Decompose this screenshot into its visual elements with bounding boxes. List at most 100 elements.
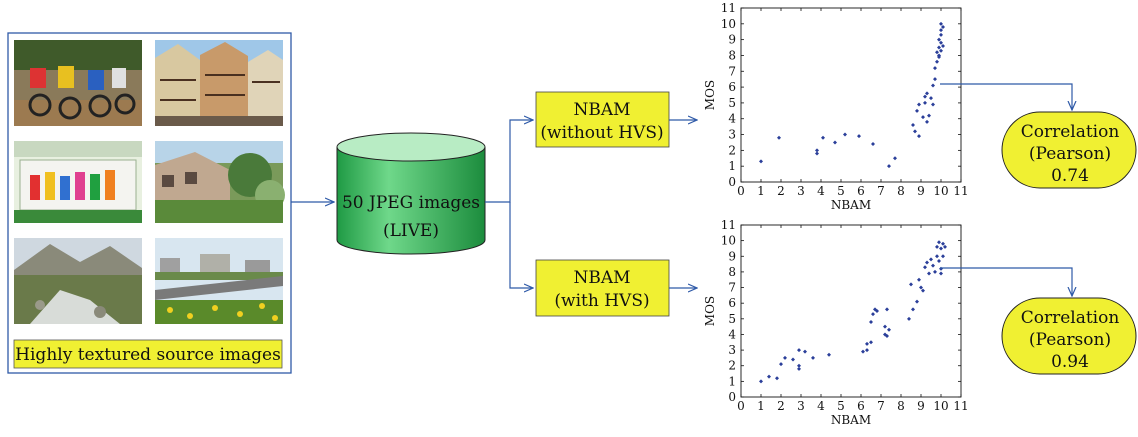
- data-point: [937, 55, 941, 60]
- data-point: [871, 142, 875, 147]
- y-tick-label: 7: [728, 64, 736, 78]
- x-tick-label: 11: [953, 399, 968, 413]
- data-point: [931, 83, 935, 88]
- data-point: [943, 244, 947, 249]
- data-point: [939, 271, 943, 276]
- source-caption-box: [13, 339, 283, 369]
- y-tick-label: 1: [728, 374, 736, 388]
- data-point: [797, 348, 801, 353]
- data-point: [791, 357, 795, 362]
- svg-text:(Pearson): (Pearson): [1029, 330, 1111, 350]
- result-pill-with-hvs: Correlation (Pearson) 0.94: [1001, 297, 1137, 375]
- y-tick-label: 0: [728, 175, 736, 189]
- plot-frame: [740, 7, 962, 183]
- data-point: [827, 352, 831, 357]
- branch-connectors: [485, 120, 533, 288]
- x-tick-label: 7: [877, 184, 885, 198]
- x-tick-label: 3: [797, 184, 805, 198]
- x-tick-label: 2: [777, 399, 785, 413]
- data-point: [921, 288, 925, 293]
- data-point: [925, 91, 929, 96]
- x-axis-label: NBAM: [831, 198, 871, 212]
- source-caption: Highly textured source images: [15, 345, 281, 365]
- x-tick-label: 8: [897, 399, 905, 413]
- data-point: [941, 241, 945, 246]
- data-point: [911, 307, 915, 312]
- data-point: [783, 355, 787, 360]
- data-point: [797, 363, 801, 368]
- data-point: [759, 159, 763, 164]
- method-box-without-hvs: NBAM (without HVS): [535, 91, 670, 148]
- y-tick-label: 5: [728, 96, 736, 110]
- data-point: [767, 374, 771, 379]
- data-point: [811, 355, 815, 360]
- data-point: [923, 265, 927, 270]
- data-point: [907, 316, 911, 321]
- data-point: [871, 312, 875, 317]
- data-point: [775, 376, 779, 381]
- data-point: [937, 240, 941, 245]
- x-tick-label: 1: [757, 184, 765, 198]
- data-point: [939, 266, 943, 271]
- data-point: [939, 32, 943, 37]
- data-point: [933, 66, 937, 71]
- data-point: [759, 379, 763, 384]
- data-point: [917, 134, 921, 139]
- y-axis-label: MOS: [703, 296, 717, 326]
- data-point: [915, 108, 919, 113]
- data-point: [869, 340, 873, 345]
- data-point: [913, 129, 917, 134]
- x-tick-label: 7: [877, 399, 885, 413]
- plot-frame: [740, 224, 962, 398]
- database-line2: (LIVE): [383, 221, 439, 241]
- y-tick-label: 4: [728, 112, 736, 126]
- y-axis-label: MOS: [703, 80, 717, 110]
- result-pill-without-hvs: Correlation (Pearson) 0.74: [1001, 111, 1137, 189]
- y-tick-label: 3: [728, 343, 736, 357]
- data-point: [935, 59, 939, 64]
- arrow-chart2-to-result: [940, 267, 1072, 296]
- x-tick-label: 3: [797, 399, 805, 413]
- database-line1: 50 JPEG images: [342, 193, 480, 213]
- data-point: [911, 123, 915, 128]
- data-point: [933, 77, 937, 82]
- data-point: [937, 258, 941, 263]
- correlation-value: 0.74: [1051, 166, 1089, 186]
- data-point: [939, 48, 943, 53]
- y-tick-label: 4: [728, 327, 736, 341]
- data-point: [815, 151, 819, 156]
- data-point: [931, 102, 935, 107]
- y-tick-label: 9: [728, 249, 736, 263]
- data-point: [935, 254, 939, 259]
- data-point: [803, 349, 807, 354]
- data-point: [843, 132, 847, 137]
- data-point: [927, 271, 931, 276]
- svg-text:Correlation: Correlation: [1021, 122, 1120, 142]
- data-point: [941, 254, 945, 259]
- data-point: [797, 366, 801, 371]
- data-point: [917, 277, 921, 282]
- y-tick-label: 2: [728, 143, 736, 157]
- data-point: [925, 119, 929, 124]
- data-point: [939, 21, 943, 26]
- svg-text:(Pearson): (Pearson): [1029, 144, 1111, 164]
- data-point: [935, 50, 939, 55]
- data-point: [821, 135, 825, 140]
- data-point: [885, 307, 889, 312]
- y-tick-label: 8: [728, 265, 736, 279]
- data-point: [923, 94, 927, 99]
- data-point: [779, 362, 783, 367]
- street-houses-thumbnail: [155, 141, 285, 223]
- x-tick-label: 5: [837, 184, 845, 198]
- correlation-value: 0.94: [1051, 352, 1089, 372]
- data-point: [941, 24, 945, 29]
- data-point: [869, 319, 873, 324]
- source-images-box: Highly textured source images: [7, 32, 292, 374]
- x-tick-label: 2: [777, 184, 785, 198]
- data-point: [923, 100, 927, 105]
- x-tick-label: 9: [917, 399, 925, 413]
- method-box-with-hvs: NBAM (with HVS): [535, 259, 670, 317]
